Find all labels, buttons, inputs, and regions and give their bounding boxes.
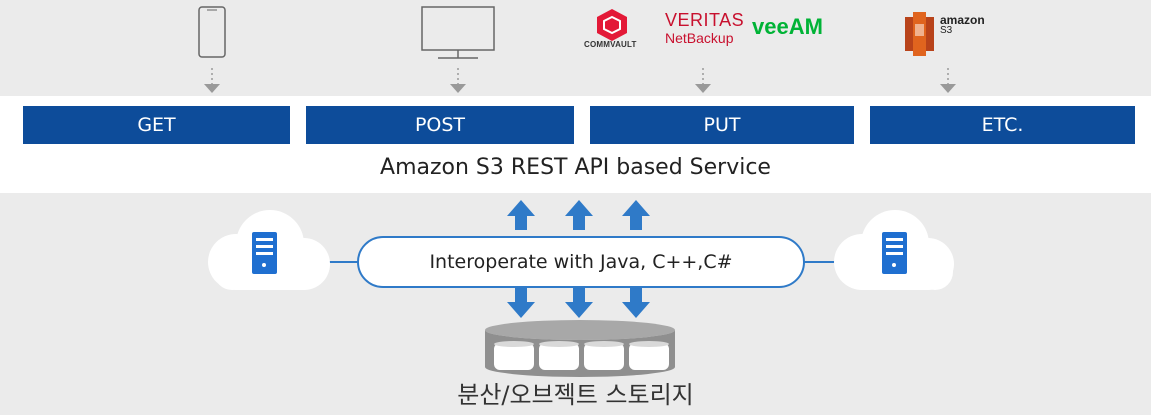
method-etc: ETC. [870,106,1135,144]
down-arrow-2 [565,288,593,318]
up-arrow-3 [622,200,650,230]
netbackup-logo-text: NetBackup [665,30,734,46]
s3-logo-text: S3 [940,25,953,36]
client-arrow-2 [450,68,466,93]
cloud-icon-right [834,210,954,290]
amazon-logo-text: amazon [940,13,985,27]
storage-disk-icon [485,320,675,377]
commvault-logo-icon [597,9,627,41]
commvault-logo-text: COMMVAULT [584,40,637,49]
up-arrow-1 [507,200,535,230]
method-post: POST [306,106,574,144]
aws-s3-icon [905,12,934,56]
veritas-logo-text: VERITAS [665,10,745,30]
server-icon-right [882,232,907,274]
server-icon-left [252,232,277,274]
client-arrow-3 [695,68,711,93]
interop-pill [357,236,805,288]
client-arrow-4 [940,68,956,93]
monitor-icon [421,6,495,59]
up-arrows [507,200,650,230]
up-arrow-2 [565,200,593,230]
method-get: GET [23,106,290,144]
down-arrow-3 [622,288,650,318]
smartphone-icon [198,6,226,58]
service-title: Amazon S3 REST API based Service [380,155,771,180]
veeam-logo-text: veeAM [752,14,823,39]
interop-label: Interoperate with Java, C++,C# [429,251,733,273]
method-put: PUT [590,106,854,144]
client-arrow-1 [204,68,220,93]
storage-label: 분산/오브젝트 스토리지 [457,381,694,409]
down-arrows [507,288,650,318]
down-arrow-1 [507,288,535,318]
